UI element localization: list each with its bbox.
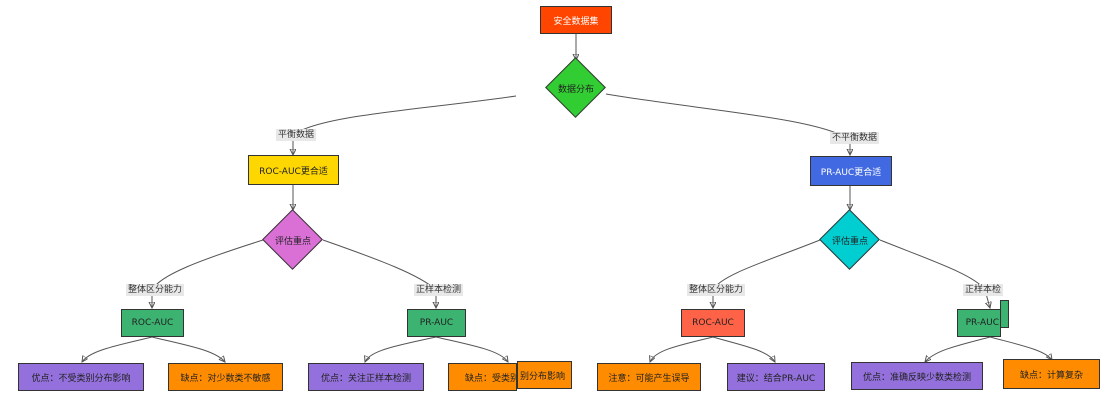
edge-focus-prl (322, 239, 436, 308)
edge-focus-rocl (152, 239, 264, 308)
node-pr-auc-fit: PR-AUC更合适 (810, 156, 892, 186)
edge-prl-l4 (435, 336, 508, 362)
leaf-roc-con: 缺点：对少数类不敏感 (168, 363, 283, 391)
node-roc-auc-fit: ROC-AUC更合适 (248, 155, 339, 185)
diamond-label: 评估重点 (831, 236, 868, 247)
node-roc-auc-left: ROC-AUC (121, 309, 184, 337)
edge-focus-prr (879, 239, 990, 308)
leaf-roc-pro: 优点：不受类别分布影响 (18, 363, 144, 391)
edge-prr-l8 (989, 336, 1052, 360)
edge-rocl-l2 (151, 336, 225, 362)
node-root: 安全数据集 (540, 6, 612, 34)
leaf-pr-con-overflow: 别分布影响 (517, 361, 572, 389)
edge-rocr-l6 (712, 336, 775, 362)
diamond-label: 评估重点 (274, 236, 311, 247)
leaf-pr-right-con: 缺点：计算复杂 (1003, 359, 1100, 389)
node-focus-right: 评估重点 (819, 209, 880, 270)
leaf-roc-note: 注意：可能产生误导 (597, 363, 701, 391)
leaf-pr-right-pro: 优点：准确反映少数类检测 (851, 362, 983, 390)
leaf-pr-pro: 优点：关注正样本检测 (308, 363, 424, 391)
edge-label-overall-left: 整体区分能力 (126, 284, 185, 296)
edge-dist-pr (605, 93, 850, 155)
edge-rocl-l1 (82, 336, 153, 362)
edge-prl-l3 (365, 336, 437, 362)
edge-rocr-l5 (650, 336, 714, 362)
node-roc-auc-right: ROC-AUC (681, 309, 745, 337)
node-pr-auc-left: PR-AUC (407, 309, 466, 337)
diamond-label: 数据分布 (557, 84, 594, 95)
node-pr-auc-right: PR-AUC (957, 309, 1001, 337)
edge-label-positive-right: 正样本检 (963, 284, 1004, 296)
edge-focus-rocr (713, 239, 821, 308)
edge-label-positive-left: 正样本检测 (414, 284, 464, 296)
node-pr-auc-right-overflow (1000, 300, 1009, 328)
node-data-distribution: 数据分布 (545, 57, 606, 118)
node-focus-left: 评估重点 (262, 209, 323, 270)
edge-label-imbalanced: 不平衡数据 (830, 132, 880, 144)
leaf-roc-advice: 建议：结合PR-AUC (727, 363, 825, 391)
edge-prr-l7 (925, 336, 991, 362)
edge-label-balanced: 平衡数据 (276, 129, 317, 141)
leaf-pr-con: 缺点：受类别 (448, 363, 517, 391)
edge-dist-roc (293, 95, 517, 155)
edge-label-overall-right: 整体区分能力 (687, 284, 746, 296)
